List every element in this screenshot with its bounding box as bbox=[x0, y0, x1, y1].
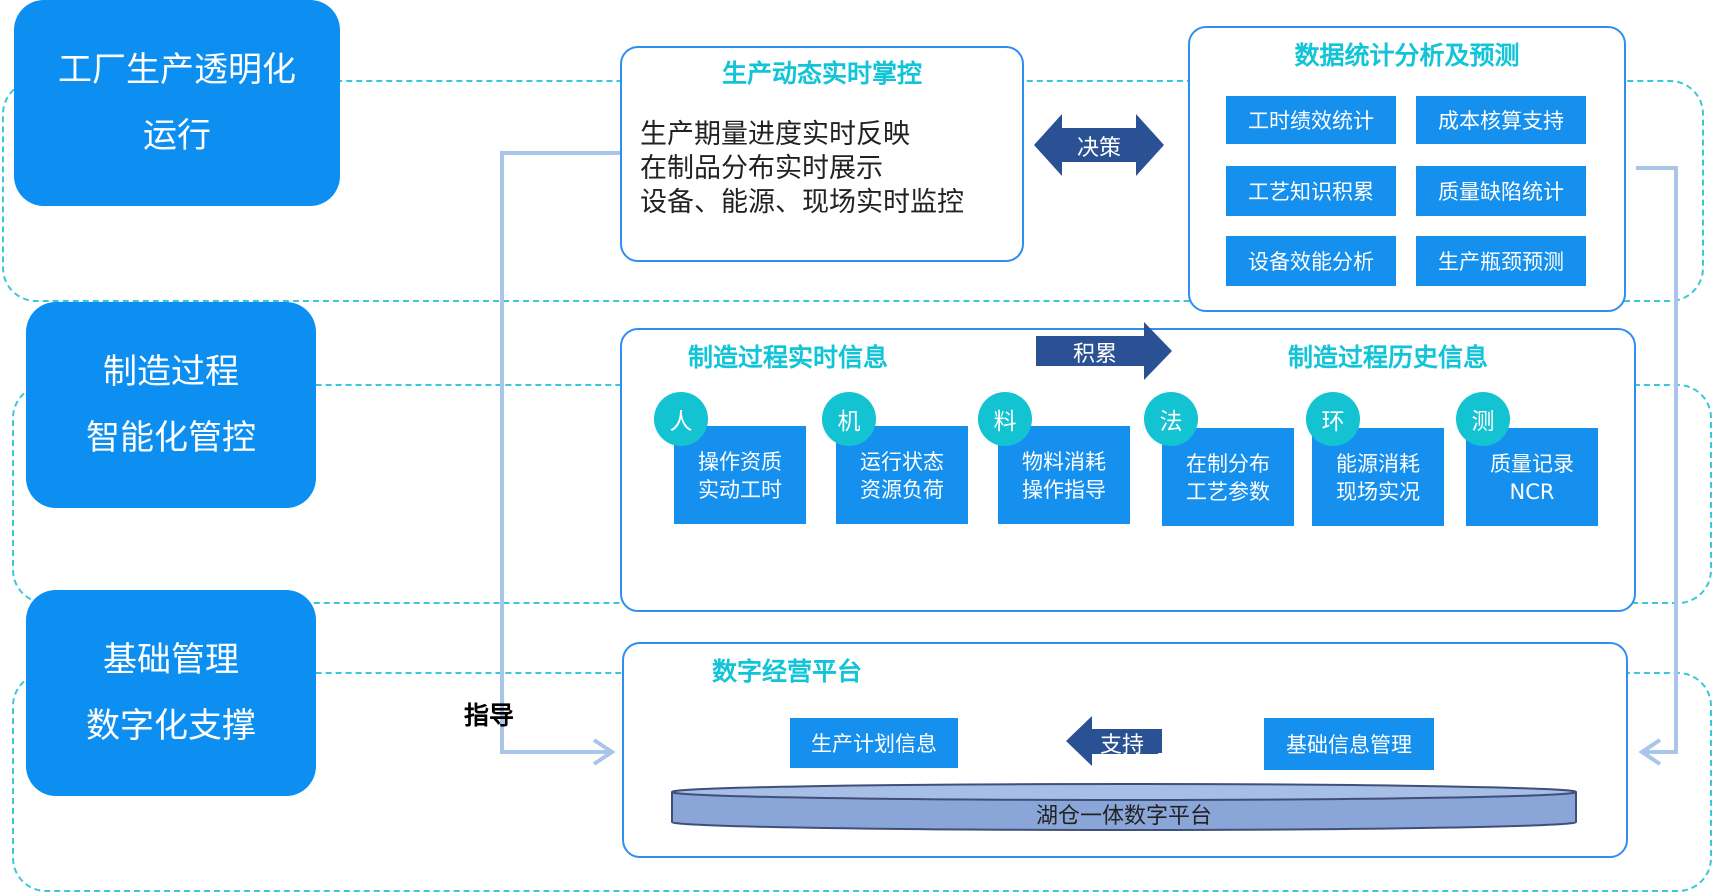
decision-arrow bbox=[1034, 114, 1164, 176]
tier-label-line: 数字化支撑 bbox=[86, 706, 256, 746]
tier-label-line: 制造过程 bbox=[103, 352, 239, 392]
stats-cell-equipment-efficiency: 设备效能分析 bbox=[1226, 236, 1396, 286]
factor-item-material: 物料消耗 操作指导 bbox=[998, 426, 1130, 524]
lakehouse-platform-label: 湖仓一体数字平台 bbox=[1035, 804, 1212, 829]
support-label-bg bbox=[1090, 730, 1158, 754]
stats-prediction-title: 数据统计分析及预测 bbox=[1294, 41, 1520, 70]
factor-badge-people: 人 bbox=[654, 392, 708, 446]
realtime-control-title: 生产动态实时掌控 bbox=[721, 59, 922, 88]
guide-connector bbox=[500, 151, 620, 754]
realtime-process-title: 制造过程实时信息 bbox=[688, 343, 889, 372]
factor-badge-method: 法 bbox=[1144, 392, 1198, 446]
factor-line: NCR bbox=[1509, 480, 1555, 504]
factor-badge-environment: 环 bbox=[1306, 392, 1360, 446]
feedback-arrowhead bbox=[1638, 738, 1662, 766]
lakehouse-platform-disc bbox=[671, 783, 1577, 831]
tier-label-line: 基础管理 bbox=[103, 640, 239, 680]
factor-item-measurement: 质量记录 NCR bbox=[1466, 428, 1598, 526]
tier-label-line: 运行 bbox=[143, 116, 211, 156]
history-process-title: 制造过程历史信息 bbox=[1288, 343, 1489, 372]
factor-line: 操作指导 bbox=[1022, 478, 1106, 502]
factor-badge-measurement: 测 bbox=[1456, 392, 1510, 446]
tier-label-intelligent-control: 制造过程 智能化管控 bbox=[26, 302, 316, 508]
factor-line: 现场实况 bbox=[1336, 480, 1420, 504]
realtime-line: 在制品分布实时展示 bbox=[640, 153, 883, 184]
factor-line: 在制分布 bbox=[1186, 452, 1270, 476]
guide-label: 指导 bbox=[464, 701, 515, 730]
realtime-control-panel bbox=[620, 46, 1024, 262]
factor-item-people: 操作资质 实动工时 bbox=[674, 426, 806, 524]
stats-cell-labor-performance: 工时绩效统计 bbox=[1226, 96, 1396, 144]
basic-info-management-box: 基础信息管理 bbox=[1264, 718, 1434, 770]
factor-line: 物料消耗 bbox=[1022, 450, 1106, 474]
factor-line: 工艺参数 bbox=[1186, 480, 1270, 504]
factor-line: 能源消耗 bbox=[1336, 452, 1420, 476]
stats-cell-process-knowledge: 工艺知识积累 bbox=[1226, 166, 1396, 216]
guide-arrowhead bbox=[592, 738, 616, 766]
factor-badge-material: 料 bbox=[978, 392, 1032, 446]
tier-label-digital-support: 基础管理 数字化支撑 bbox=[26, 590, 316, 796]
factor-item-method: 在制分布 工艺参数 bbox=[1162, 428, 1294, 526]
accumulate-arrow-label: 积累 bbox=[1072, 342, 1117, 367]
stats-cell-cost-accounting: 成本核算支持 bbox=[1416, 96, 1586, 144]
accumulate-arrow bbox=[1036, 322, 1172, 380]
realtime-line: 设备、能源、现场实时监控 bbox=[640, 187, 964, 218]
factor-badge-machine: 机 bbox=[822, 392, 876, 446]
stats-cell-bottleneck-prediction: 生产瓶颈预测 bbox=[1416, 236, 1586, 286]
decision-arrow-label: 决策 bbox=[1076, 136, 1121, 161]
realtime-line: 生产期量进度实时反映 bbox=[640, 119, 910, 150]
feedback-connector bbox=[1636, 166, 1678, 754]
tier-label-line: 工厂生产透明化 bbox=[58, 50, 296, 90]
tier-label-transparency: 工厂生产透明化 运行 bbox=[14, 0, 340, 206]
stats-cell-quality-defects: 质量缺陷统计 bbox=[1416, 166, 1586, 216]
tier-label-line: 智能化管控 bbox=[86, 418, 256, 458]
factor-line: 实动工时 bbox=[698, 478, 782, 502]
factor-line: 质量记录 bbox=[1490, 452, 1574, 476]
realtime-control-lines: 生产期量进度实时反映 在制品分布实时展示 设备、能源、现场实时监控 bbox=[640, 118, 964, 220]
factor-line: 资源负荷 bbox=[860, 478, 944, 502]
factor-line: 操作资质 bbox=[698, 450, 782, 474]
factor-line: 运行状态 bbox=[860, 450, 944, 474]
production-plan-info-box: 生产计划信息 bbox=[790, 718, 958, 768]
support-arrow-label: 支持 bbox=[1099, 733, 1144, 758]
digital-operation-platform-title: 数字经营平台 bbox=[712, 657, 863, 686]
